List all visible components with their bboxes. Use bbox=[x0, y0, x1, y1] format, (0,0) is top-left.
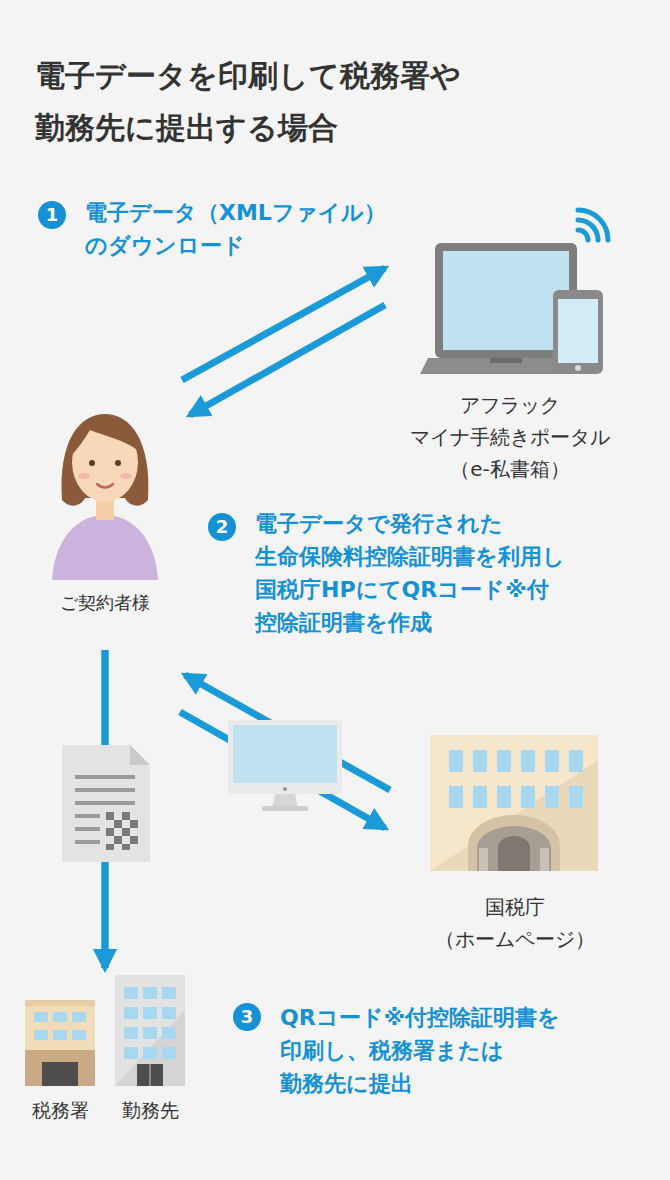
building-icon bbox=[430, 735, 598, 871]
tax-office-node: 税務署 bbox=[20, 1000, 100, 1125]
monitor-icon bbox=[228, 720, 342, 811]
step-text: QRコード※付控除証明書を 印刷し、税務署または 勤務先に提出 bbox=[280, 1001, 560, 1100]
node-label: アフラック マイナ手続きポータル （e-私書箱） bbox=[410, 389, 610, 485]
contractor-node: ご契約者様 bbox=[45, 408, 165, 618]
node-label: 税務署 bbox=[32, 1095, 89, 1125]
document-icon bbox=[62, 745, 150, 862]
diagram-title: 電子データを印刷して税務署や 勤務先に提出する場合 bbox=[35, 50, 461, 154]
callout-number: 1 bbox=[38, 201, 66, 229]
flow-arrow bbox=[185, 675, 390, 790]
node-label: 国税庁 （ホームページ） bbox=[435, 891, 595, 955]
tax-office-icon bbox=[25, 1000, 95, 1086]
portal-node: アフラック マイナ手続きポータル （e-私書箱） bbox=[390, 205, 630, 485]
step-text: 電子データ（XMLファイル） のダウンロード bbox=[85, 196, 386, 262]
person-icon bbox=[52, 414, 158, 580]
step-text: 電子データで発行された 生命保険料控除証明書を利用し 国税庁HPにてQRコード※… bbox=[255, 507, 565, 639]
flow-arrow bbox=[190, 305, 385, 415]
node-label: ご契約者様 bbox=[60, 589, 150, 618]
nta-node: 国税庁 （ホームページ） bbox=[420, 735, 610, 955]
node-label: 勤務先 bbox=[122, 1095, 179, 1125]
callout-number: 3 bbox=[233, 1003, 261, 1031]
office-building-icon bbox=[115, 975, 185, 1086]
phone-icon bbox=[553, 290, 603, 374]
callout-number: 2 bbox=[208, 513, 236, 541]
wifi-icon bbox=[578, 210, 608, 240]
employer-node: 勤務先 bbox=[110, 975, 190, 1125]
